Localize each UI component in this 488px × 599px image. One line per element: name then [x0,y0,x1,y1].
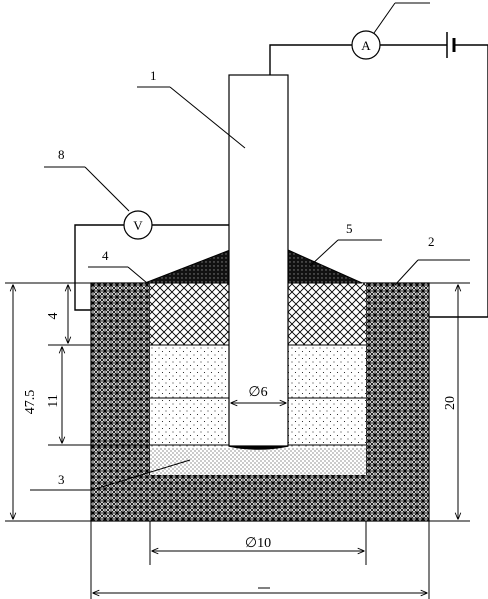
voltmeter-wire-left [74,224,124,311]
ammeter-label: A [361,38,371,53]
charge-heap-right [287,249,363,284]
part-label-8: 8 [58,147,65,162]
bottom-charge-layer [150,448,366,475]
dim-total-height: 47.5 [23,390,38,415]
dim-wall-height: 20 [443,396,458,410]
part-label-2: 2 [428,234,435,249]
voltmeter-label: V [133,218,143,233]
dim-mid-layer: 11 [46,394,61,407]
dim-inner: ∅10 [245,536,271,551]
electrode-tip [228,445,289,450]
return-wire [429,44,488,318]
part-label-3: 3 [58,472,65,487]
part-label-4: 4 [102,248,109,263]
dim-electrode: ∅6 [248,385,267,400]
power-wire [269,44,352,75]
part-label-1: 1 [150,68,157,83]
charge-heap [144,249,231,284]
part-label-5: 5 [346,221,353,236]
dim-top-layer: 4 [46,313,61,320]
